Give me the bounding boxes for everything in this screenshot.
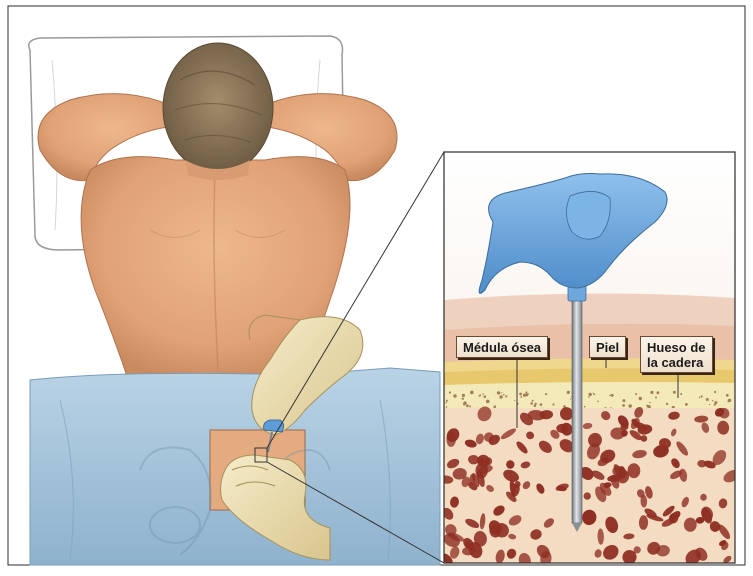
cortex-dot [673, 391, 676, 394]
cortex-dot [666, 403, 668, 405]
cortex-dot [520, 396, 522, 398]
label-piel: Piel [589, 336, 626, 358]
cortex-dot [629, 405, 631, 407]
cortex-dot [514, 400, 515, 401]
cortex-dot [726, 394, 729, 397]
cortex-dot [466, 404, 469, 407]
cortex-dot [655, 397, 657, 399]
cortex-dot [499, 395, 502, 398]
cortex-dot [525, 391, 527, 393]
cortex-dot [609, 395, 610, 396]
cortex-dot [651, 393, 652, 394]
cortex-dot [446, 402, 448, 404]
label-medula-osea: Médula ósea [456, 336, 548, 358]
needle-shaft [572, 295, 582, 523]
cortex-dot [646, 405, 648, 407]
cortex-dot [482, 393, 484, 395]
label-piel-text: Piel [596, 340, 619, 355]
cortex-dot [714, 391, 716, 393]
label-hueso-de-la-cadera: Hueso de la cadera [640, 336, 713, 373]
cortex-dot [463, 403, 466, 406]
cortex-dot [497, 391, 500, 394]
cortex-dot [714, 404, 716, 406]
cortex-dot [449, 391, 451, 393]
cortex-dot [486, 400, 490, 404]
cortex-dot [680, 393, 682, 395]
cortex-dot [567, 391, 570, 394]
cortex-dot [540, 403, 543, 406]
cortex-dot [727, 400, 729, 402]
cortex-dot [503, 394, 505, 396]
cortex-dot [685, 403, 688, 406]
cortex-dot [709, 404, 710, 405]
cortex-dot [505, 395, 507, 397]
cortex-dot [534, 403, 536, 405]
label-medula-osea-text: Médula ósea [463, 340, 541, 355]
cortex-dot [530, 402, 533, 405]
cortex-dot [657, 391, 660, 394]
label-hueso-line1: Hueso de [647, 340, 706, 355]
cortex-dot [552, 403, 554, 405]
cortex-dot [584, 406, 586, 408]
cortex-dot [622, 399, 625, 402]
cortex-dot [532, 400, 534, 402]
cortex-dot [597, 401, 599, 403]
cortex-dot [470, 391, 474, 395]
cortex-dot [446, 406, 448, 408]
cortex-dot [478, 395, 479, 396]
cortex-dot [712, 400, 713, 401]
cortex-dot [545, 393, 547, 395]
label-hueso-line2: la cadera [647, 355, 706, 370]
cortex-dot [611, 394, 614, 397]
cortex-dot [469, 406, 471, 408]
cortex-dot [570, 398, 571, 399]
cortex-dot [519, 393, 522, 396]
cortex-dot [706, 398, 709, 401]
cortex-dot [501, 392, 502, 393]
cortex-dot [494, 405, 495, 406]
cortex-dot [462, 394, 465, 397]
cortex-dot [622, 404, 625, 407]
cortex-dot [701, 395, 703, 397]
cortex-dot [525, 393, 528, 396]
cortex-dot [589, 393, 592, 396]
cortex-dot [699, 397, 700, 398]
marrow-cell [628, 463, 641, 478]
cortex-dot [453, 394, 456, 397]
cortex-dot [594, 394, 596, 396]
cortex-dot [484, 395, 487, 398]
cortex-dot [635, 393, 637, 395]
cortex-dot [588, 396, 590, 398]
cortex-dot [649, 402, 650, 403]
cortex-dot [462, 398, 464, 400]
cortex-dot [639, 397, 642, 400]
cortex-dot [446, 400, 448, 402]
